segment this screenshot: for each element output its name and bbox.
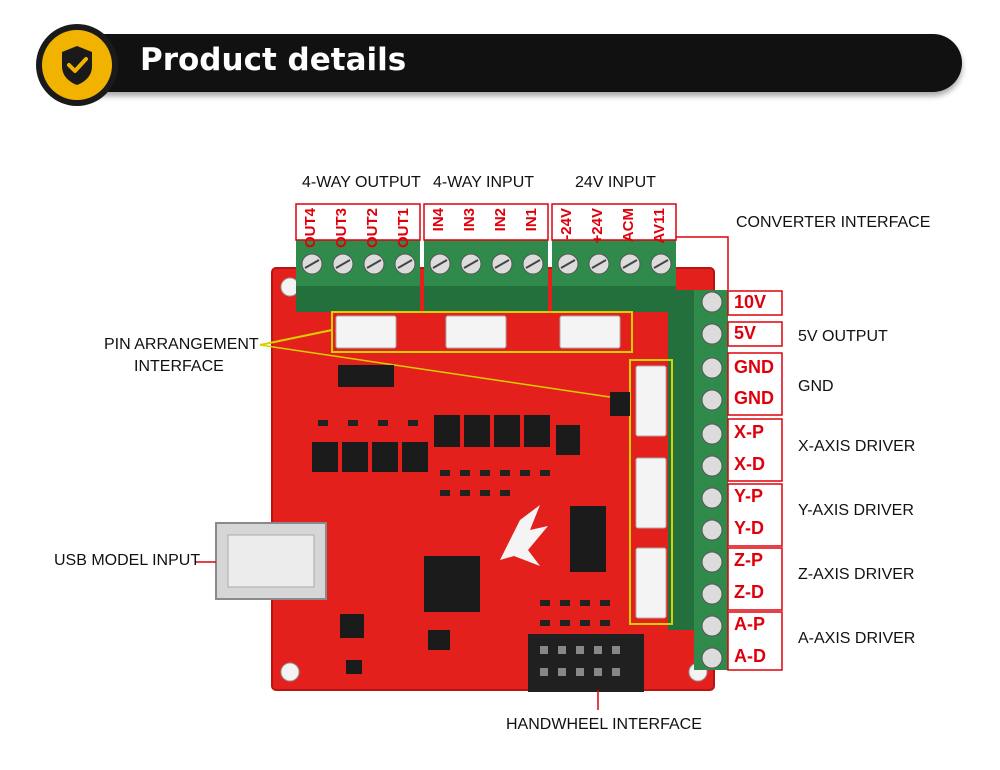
terminal-label: OUT3: [333, 208, 350, 249]
terminal-label: A-D: [734, 646, 766, 666]
page-title: Product details: [140, 42, 407, 78]
terminal-label: A-P: [734, 614, 765, 634]
terminal-label: OUT4: [302, 208, 319, 249]
label-pin-interface: INTERFACE: [134, 358, 224, 375]
terminal-label: X-P: [734, 422, 765, 442]
terminal-label: AV11: [651, 208, 668, 244]
terminal-block-right: [694, 290, 728, 670]
label-4-way-output: 4-WAY OUTPUT: [302, 174, 421, 191]
terminal-label: Z-P: [734, 550, 763, 570]
label-x-axis-driver: X-AXIS DRIVER: [798, 438, 916, 455]
terminal-label: IN3: [461, 208, 478, 232]
handwheel-header: [528, 634, 644, 692]
label-handwheel-interface: HANDWHEEL INTERFACE: [506, 716, 702, 733]
terminal-label: IN1: [523, 208, 540, 232]
terminal-label: -24V: [558, 208, 575, 240]
label-5v-output: 5V OUTPUT: [798, 328, 888, 345]
header-banner: Product details: [60, 34, 962, 92]
terminal-label: Y-P: [734, 486, 764, 506]
shield-check-icon: [62, 46, 92, 85]
terminal-label: IN2: [492, 208, 509, 232]
terminal-label: Z-D: [734, 582, 764, 602]
label-y-axis-driver: Y-AXIS DRIVER: [798, 502, 914, 519]
label-24v-input: 24V INPUT: [575, 174, 656, 191]
terminal-label: GND: [734, 388, 774, 408]
label-a-axis-driver: A-AXIS DRIVER: [798, 630, 916, 647]
terminal-label: +24V: [589, 208, 606, 244]
terminal-label: GND: [734, 357, 774, 377]
label-usb-model-input: USB MODEL INPUT: [54, 552, 201, 569]
terminal-label: 5V: [734, 323, 757, 343]
terminal-label: 10V: [734, 292, 767, 312]
terminal-label: ACM: [620, 208, 637, 243]
terminal-label: Y-D: [734, 518, 765, 538]
badge: [36, 24, 118, 106]
terminal-label: OUT1: [395, 208, 412, 249]
label-4-way-input: 4-WAY INPUT: [433, 174, 535, 191]
label-z-axis-driver: Z-AXIS DRIVER: [798, 566, 915, 583]
label-gnd: GND: [798, 378, 834, 395]
terminal-label: OUT2: [364, 208, 381, 249]
label-pin-arrangement: PIN ARRANGEMENT: [104, 336, 259, 353]
terminal-label: X-D: [734, 454, 765, 474]
label-converter-interface: CONVERTER INTERFACE: [736, 214, 931, 231]
terminal-label: IN4: [430, 208, 447, 232]
